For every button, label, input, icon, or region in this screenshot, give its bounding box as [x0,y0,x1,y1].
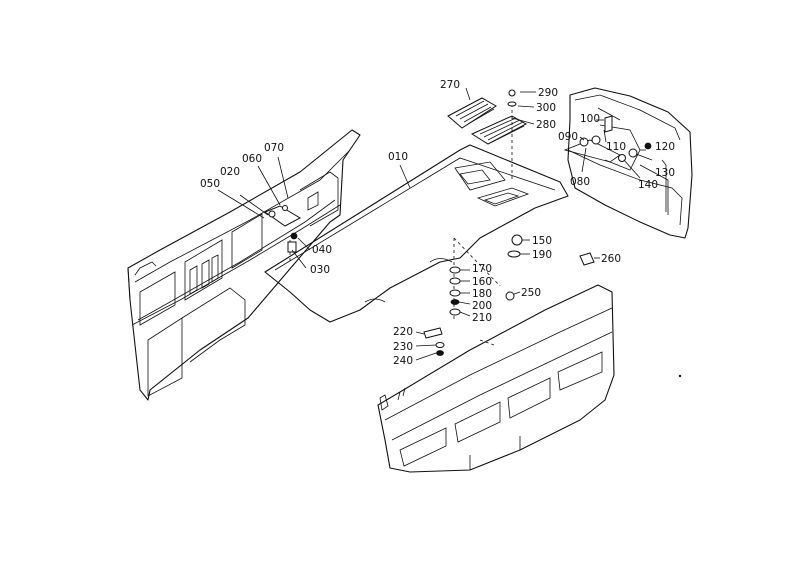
label-100: 100 [580,113,600,125]
label-140: 140 [638,179,658,191]
label-050: 050 [200,178,220,190]
label-160: 160 [472,276,492,288]
assembly-lines [289,104,513,346]
label-010: 010 [388,151,408,163]
label-090: 090 [558,131,578,143]
label-250: 250 [521,287,541,299]
label-120: 120 [655,141,675,153]
hardware-parts [263,89,652,356]
label-020: 020 [220,166,240,178]
label-200: 200 [472,300,492,312]
label-280: 280 [536,119,556,131]
left-side-panel [127,129,361,401]
label-300: 300 [536,102,556,114]
label-130: 130 [655,167,675,179]
leader-lines [217,87,653,361]
label-230: 230 [393,341,413,353]
rear-tailgate-panel [377,284,615,473]
label-040: 040 [312,244,332,256]
right-back-panel [563,87,693,239]
grille-270 [447,97,497,129]
label-270: 270 [440,79,460,91]
label-190: 190 [532,249,552,261]
label-260: 260 [601,253,621,265]
label-220: 220 [393,326,413,338]
label-240: 240 [393,355,413,367]
label-110: 110 [606,141,626,153]
floor-mat [264,144,569,323]
grille-280 [470,115,528,145]
label-150: 150 [532,235,552,247]
label-170: 170 [472,263,492,275]
label-070: 070 [264,142,284,154]
label-210: 210 [472,312,492,324]
label-290: 290 [538,87,558,99]
part-labels: 010 020 030 040 050 060 070 080 090 100 … [200,79,675,367]
label-080: 080 [570,176,590,188]
label-180: 180 [472,288,492,300]
label-030: 030 [310,264,330,276]
label-060: 060 [242,153,262,165]
